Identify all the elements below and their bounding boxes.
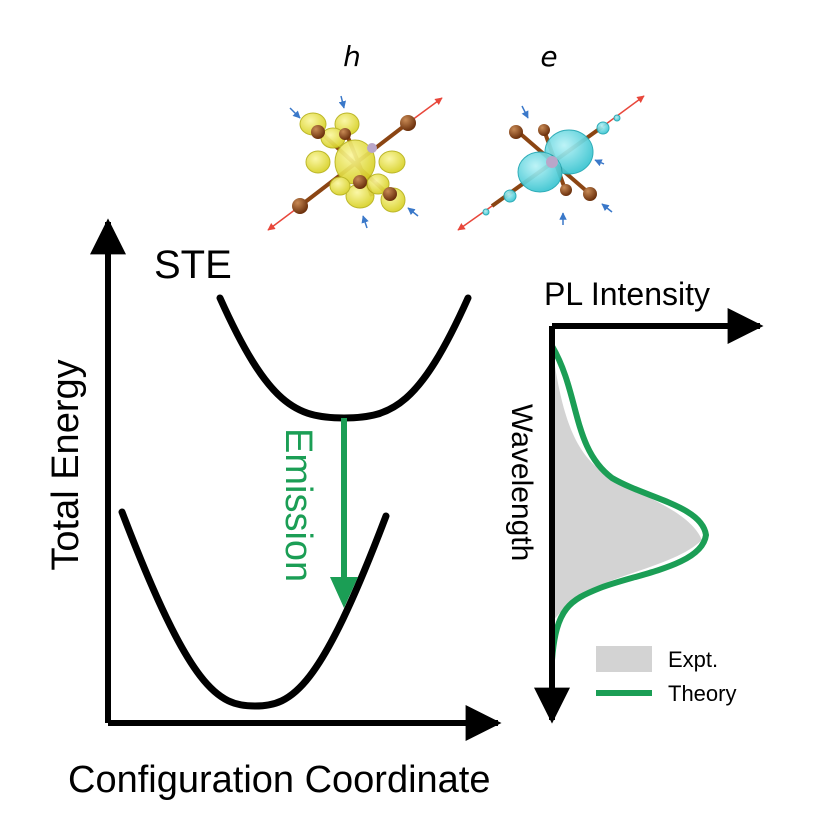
energy-axes <box>90 218 502 741</box>
y-axis-title: Total Energy <box>45 359 87 570</box>
octahedron-electron-density-icon <box>457 95 645 231</box>
electron-label: e <box>540 40 557 73</box>
legend-expt-swatch <box>596 646 652 672</box>
pl-spectrum <box>534 308 764 724</box>
x-axis-title: Configuration Coordinate <box>68 759 491 801</box>
legend-theory-label: Theory <box>668 681 736 706</box>
pl-axis-title: PL Intensity <box>544 276 710 312</box>
excited-state-curve <box>216 294 472 422</box>
octahedron-hole-density-icon <box>267 95 443 231</box>
expt-spectrum-area <box>552 346 702 622</box>
legend-expt-label: Expt. <box>668 647 718 672</box>
wavelength-axis-title: Wavelength <box>505 404 538 561</box>
legend: Expt. Theory <box>596 646 736 706</box>
ground-state-curve <box>118 508 390 710</box>
theory-spectrum-line <box>549 343 710 663</box>
emission-arrow <box>330 418 358 608</box>
emission-label: Emission <box>277 428 319 582</box>
ste-label: STE <box>154 243 232 287</box>
hole-label: h <box>343 40 361 73</box>
